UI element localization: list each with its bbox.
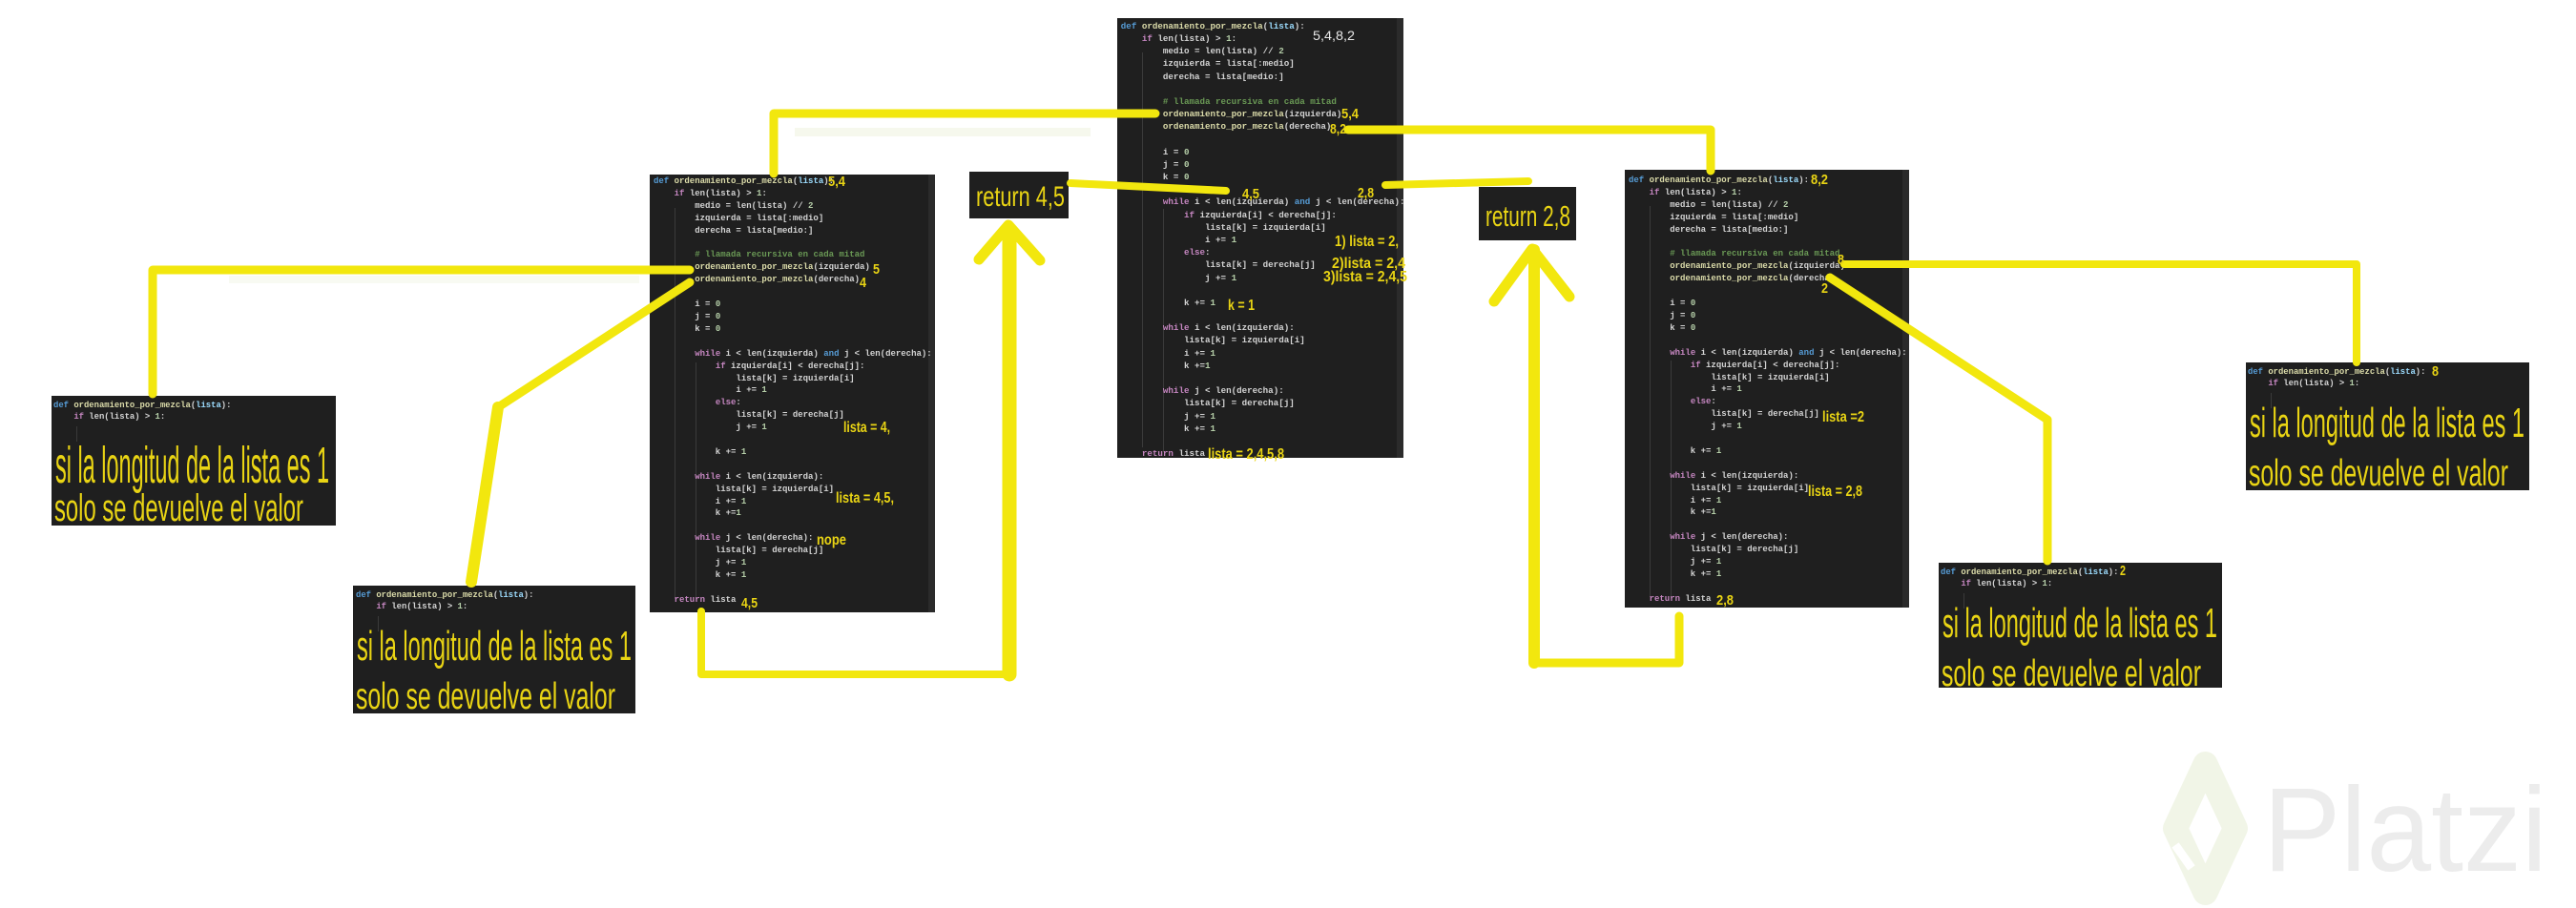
svg-text:lista = 4,5,: lista = 4,5, (836, 490, 894, 506)
svg-text:si la longitud de la lista es: si la longitud de la lista es 1 (357, 623, 632, 670)
svg-text:solo se devuelve el valor: solo se devuelve el valor (2249, 453, 2508, 494)
svg-text:5: 5 (873, 261, 880, 278)
svg-text:5,4: 5,4 (1341, 106, 1360, 122)
svg-text:1) lista = 2,: 1) lista = 2, (1335, 234, 1399, 250)
svg-text:2,8: 2,8 (1358, 185, 1374, 201)
svg-text:lista = 2,8: lista = 2,8 (1808, 484, 1862, 500)
svg-text:2: 2 (1821, 280, 1828, 297)
svg-text:lista = 4,: lista = 4, (843, 420, 890, 436)
svg-text:si la longitud de la lista es: si la longitud de la lista es 1 (55, 437, 329, 494)
svg-text:return 4,5: return 4,5 (976, 181, 1065, 213)
svg-text:si la longitud de la lista es: si la longitud de la lista es 1 (1942, 600, 2217, 647)
svg-text:4,5: 4,5 (741, 595, 758, 611)
svg-text:nope: nope (817, 532, 846, 548)
svg-text:Platzi: Platzi (2263, 764, 2547, 897)
svg-text:return 2,8: return 2,8 (1485, 199, 1570, 233)
svg-text:8: 8 (1838, 252, 1844, 268)
svg-text:3)lista = 2,4,5: 3)lista = 2,4,5 (1323, 269, 1407, 285)
svg-text:lista = 2,4,5,8: lista = 2,4,5,8 (1208, 446, 1284, 463)
svg-text:lista =2: lista =2 (1822, 409, 1864, 425)
svg-text:2)lista = 2,4: 2)lista = 2,4 (1332, 256, 1405, 272)
svg-text:5,4: 5,4 (828, 174, 846, 190)
svg-text:4,5: 4,5 (1242, 186, 1259, 202)
svg-text:k = 1: k = 1 (1228, 298, 1255, 314)
svg-text:2: 2 (2120, 563, 2126, 579)
svg-text:8,2: 8,2 (1330, 121, 1346, 137)
svg-text:8: 8 (2432, 363, 2439, 380)
svg-text:solo se devuelve el valor: solo se devuelve el valor (1942, 653, 2201, 694)
svg-text:solo se devuelve el valor: solo se devuelve el valor (54, 487, 303, 529)
svg-text:si la longitud de la lista es: si la longitud de la lista es 1 (2250, 400, 2524, 446)
svg-text:5,4,8,2: 5,4,8,2 (1313, 28, 1355, 43)
svg-text:4: 4 (860, 275, 867, 291)
svg-text:solo se devuelve el valor: solo se devuelve el valor (356, 676, 615, 717)
svg-text:2,8: 2,8 (1716, 592, 1734, 609)
svg-text:8,2: 8,2 (1811, 172, 1828, 188)
